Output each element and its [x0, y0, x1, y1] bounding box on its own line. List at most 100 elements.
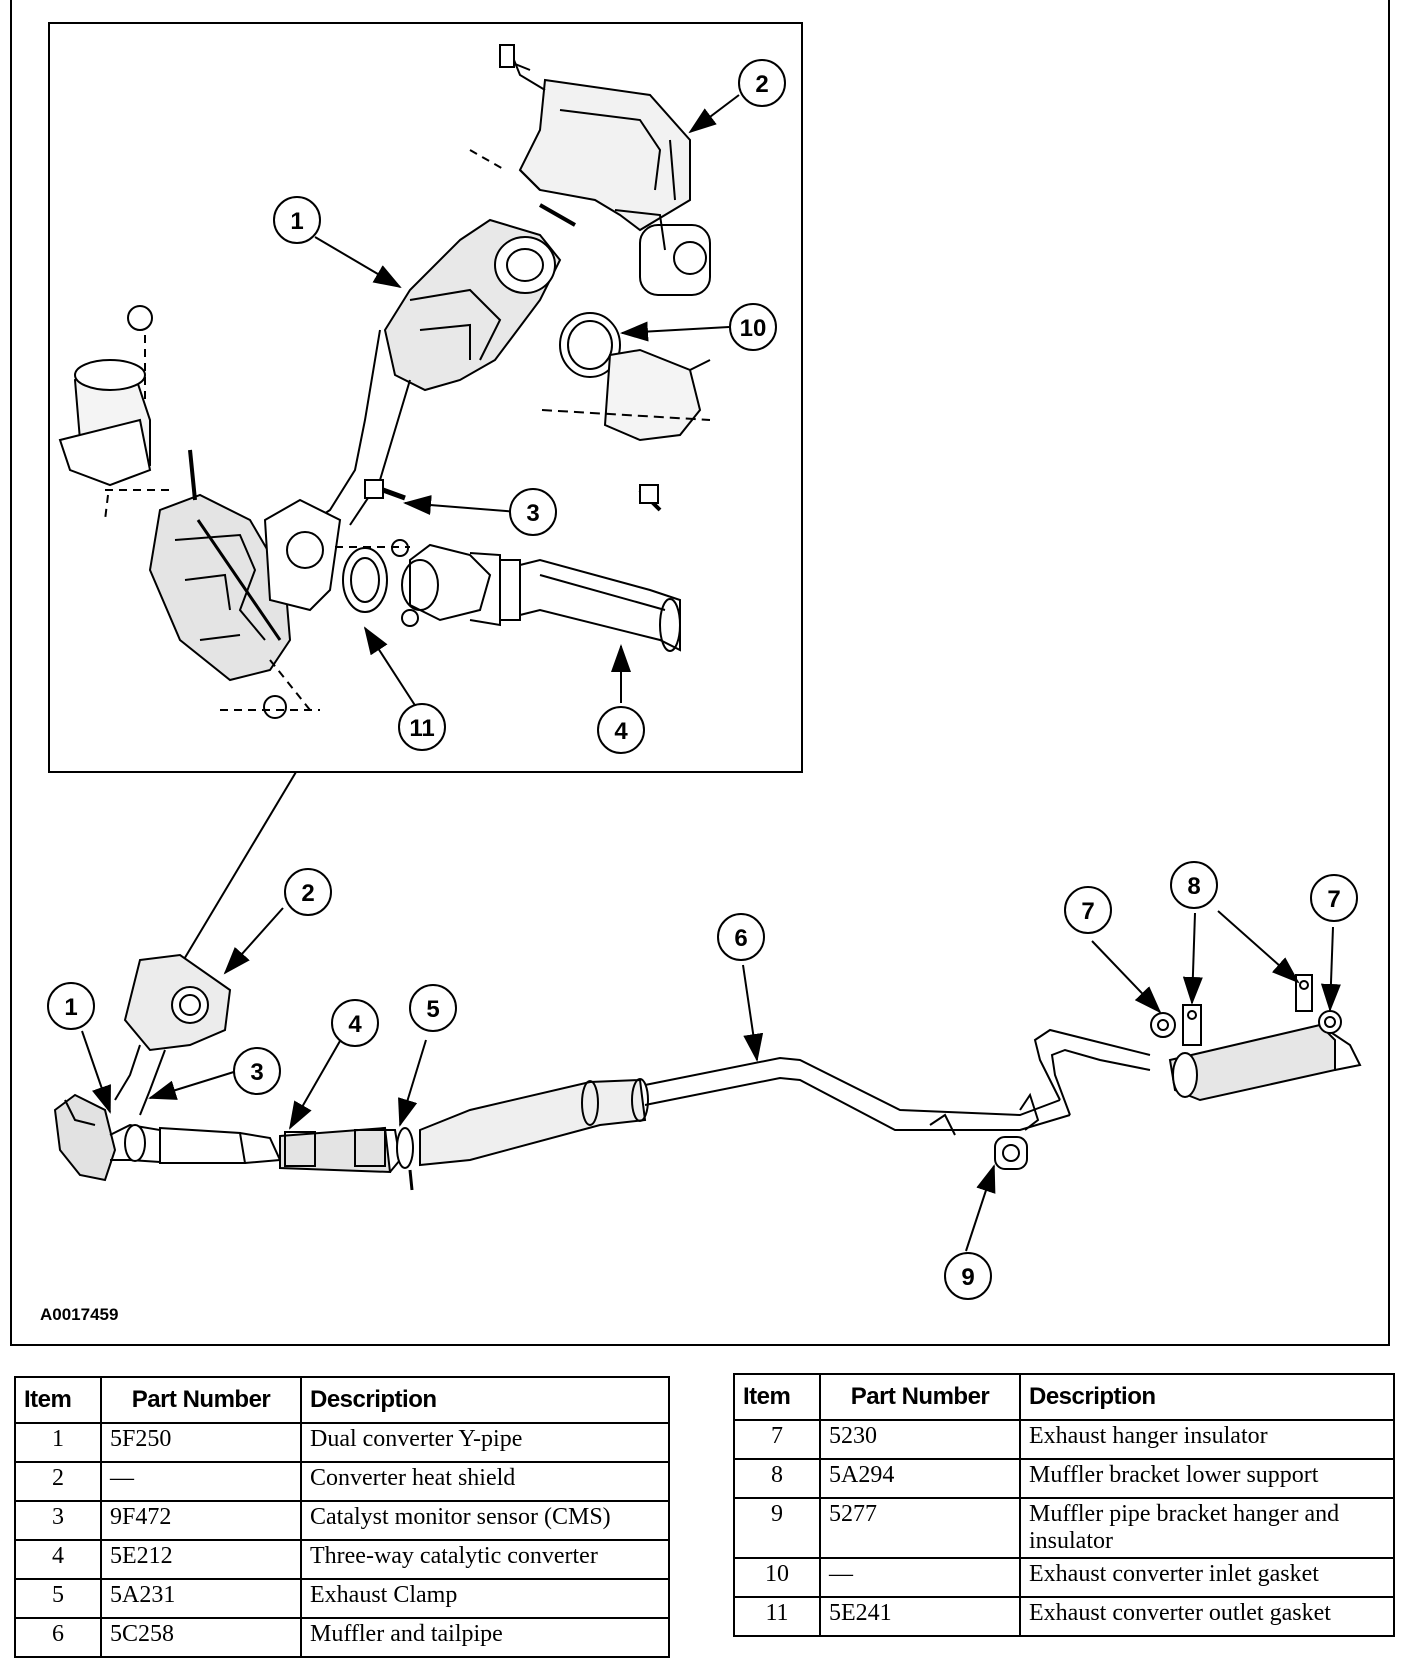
- callout-11-inset: 11: [398, 703, 446, 751]
- detail-inset-box: [48, 22, 803, 773]
- svg-text:2: 2: [755, 71, 768, 98]
- inset-mount-block: [614, 209, 711, 296]
- main-heat-shield: [123, 953, 232, 1052]
- callout-2-inset: 2: [738, 59, 786, 107]
- callout-3-main: 3: [233, 1047, 281, 1095]
- inset-leader-line: [179, 771, 297, 967]
- main-intermediate-pipe: [644, 1056, 1071, 1131]
- svg-text:9: 9: [961, 1264, 974, 1291]
- callout-6-main: 6: [717, 913, 765, 961]
- part-number-cell: 5E241: [819, 1596, 1021, 1637]
- table-row: 5 5A231 Exhaust Clamp: [14, 1578, 670, 1619]
- svg-text:6: 6: [734, 925, 747, 952]
- svg-text:4: 4: [348, 1011, 362, 1038]
- item-cell: 11: [733, 1596, 821, 1637]
- main-overaxle-pipe: [1033, 1028, 1151, 1116]
- main-muffler-brackets: [1150, 974, 1342, 1046]
- callout-7-main-right: 7: [1310, 874, 1358, 922]
- table-row: 8 5A294 Muffler bracket lower support: [733, 1458, 1395, 1499]
- main-front-pipe: [109, 1123, 282, 1164]
- table-header-row: Item Part Number Description: [14, 1376, 670, 1424]
- description-cell: Converter heat shield: [300, 1461, 670, 1502]
- callout-10-inset: 10: [729, 303, 777, 351]
- description-cell: Muffler bracket lower support: [1019, 1458, 1395, 1499]
- table-row: 6 5C258 Muffler and tailpipe: [14, 1617, 670, 1658]
- header-part-number: Part Number: [100, 1376, 302, 1424]
- table-row: 7 5230 Exhaust hanger insulator: [733, 1419, 1395, 1460]
- header-description: Description: [300, 1376, 670, 1424]
- svg-text:5: 5: [426, 996, 439, 1023]
- svg-text:3: 3: [250, 1059, 263, 1086]
- description-cell: Dual converter Y-pipe: [300, 1422, 670, 1463]
- part-number-cell: 9F472: [100, 1500, 302, 1541]
- part-number-cell: —: [100, 1461, 302, 1502]
- inset-ypipe-upper: [299, 218, 562, 531]
- item-cell: 3: [14, 1500, 102, 1541]
- figure-frame: [10, 0, 1390, 1346]
- svg-text:1: 1: [64, 994, 77, 1021]
- description-cell: Exhaust converter inlet gasket: [1019, 1557, 1395, 1598]
- svg-text:3: 3: [526, 500, 539, 527]
- parts-table-right: Item Part Number Description 7 5230 Exha…: [733, 1373, 1395, 1637]
- part-number-cell: —: [819, 1557, 1021, 1598]
- part-number-cell: 5E212: [100, 1539, 302, 1580]
- callout-9-main: 9: [944, 1252, 992, 1300]
- callout-5-main: 5: [409, 984, 457, 1032]
- description-cell: Muffler and tailpipe: [300, 1617, 670, 1658]
- table-row: 11 5E241 Exhaust converter outlet gasket: [733, 1596, 1395, 1637]
- inset-converter-pipe: [391, 539, 681, 652]
- header-item: Item: [733, 1373, 821, 1421]
- svg-text:10: 10: [740, 315, 767, 342]
- callout-1-main: 1: [47, 982, 95, 1030]
- callout-2-main: 2: [284, 868, 332, 916]
- inset-left-flange: [58, 305, 175, 521]
- main-exhaust-clamp: [396, 1127, 414, 1191]
- svg-text:2: 2: [301, 880, 314, 907]
- description-cell: Three-way catalytic converter: [300, 1539, 670, 1580]
- inset-illustration: [58, 44, 711, 719]
- item-cell: 7: [733, 1419, 821, 1460]
- inset-inlet-gasket: [559, 312, 621, 378]
- part-number-cell: 5C258: [100, 1617, 302, 1658]
- svg-text:4: 4: [614, 718, 628, 745]
- svg-text:1: 1: [290, 208, 303, 235]
- svg-text:11: 11: [409, 715, 434, 742]
- table-row: 10 — Exhaust converter inlet gasket: [733, 1557, 1395, 1598]
- part-number-cell: 5F250: [100, 1422, 302, 1463]
- callout-4-inset: 4: [597, 706, 645, 754]
- table-row: 3 9F472 Catalyst monitor sensor (CMS): [14, 1500, 670, 1541]
- callout-8-main: 8: [1170, 861, 1218, 909]
- part-number-cell: 5A231: [100, 1578, 302, 1619]
- item-cell: 4: [14, 1539, 102, 1580]
- callout-7-main-left: 7: [1064, 886, 1112, 934]
- header-description: Description: [1019, 1373, 1395, 1421]
- table-row: 1 5F250 Dual converter Y-pipe: [14, 1422, 670, 1463]
- item-cell: 2: [14, 1461, 102, 1502]
- description-cell: Exhaust Clamp: [300, 1578, 670, 1619]
- leader-arrows: [81, 94, 1341, 1252]
- item-cell: 5: [14, 1578, 102, 1619]
- inset-heat-shield: [499, 44, 691, 232]
- item-cell: 1: [14, 1422, 102, 1463]
- header-part-number: Part Number: [819, 1373, 1021, 1421]
- table-row: 4 5E212 Three-way catalytic converter: [14, 1539, 670, 1580]
- exhaust-system-diagram: 10 2 1 3 11 4 2 1 3 4 5 6: [40, 22, 1362, 1324]
- table-row: 9 5277 Muffler pipe bracket hanger and i…: [733, 1497, 1395, 1559]
- description-cell: Catalyst monitor sensor (CMS): [300, 1500, 670, 1541]
- main-pipe-hanger: [929, 1092, 1040, 1170]
- main-illustration: [53, 953, 1362, 1191]
- main-catalytic-converter: [279, 1126, 402, 1174]
- parts-table-left: Item Part Number Description 1 5F250 Dua…: [14, 1376, 670, 1658]
- description-cell: Exhaust converter outlet gasket: [1019, 1596, 1395, 1637]
- svg-text:8: 8: [1187, 873, 1200, 900]
- callout-3-inset: 3: [509, 488, 557, 536]
- figure-id: A0017459: [40, 1305, 118, 1324]
- part-number-cell: 5A294: [819, 1458, 1021, 1499]
- table-header-row: Item Part Number Description: [733, 1373, 1395, 1421]
- main-ypipe: [53, 1044, 166, 1182]
- main-resonator: [419, 1078, 649, 1167]
- inset-left-converter: [148, 449, 342, 719]
- item-cell: 10: [733, 1557, 821, 1598]
- header-item: Item: [14, 1376, 102, 1424]
- description-cell: Exhaust hanger insulator: [1019, 1419, 1395, 1460]
